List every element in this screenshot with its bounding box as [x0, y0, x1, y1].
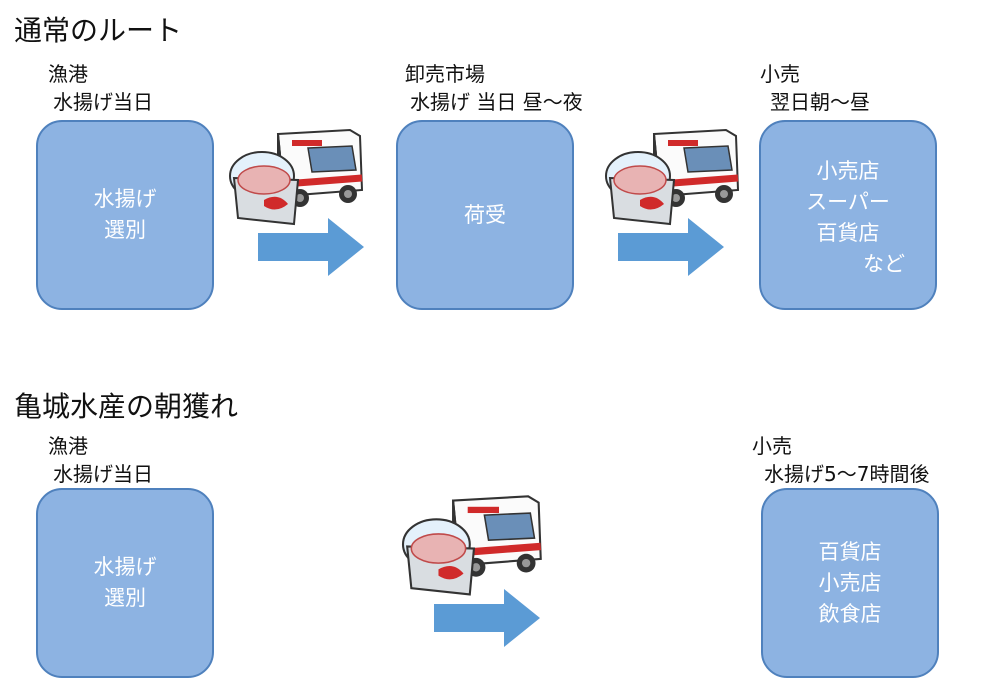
box-line: 小売店 [818, 570, 882, 595]
stage-time-retail: 水揚げ5〜7時間後 [764, 462, 930, 486]
stage-label-port: 漁港 [48, 62, 88, 86]
section-title-normal-route: 通常のルート [14, 14, 183, 47]
right-arrow-icon [258, 218, 364, 276]
fish-box-icon [401, 518, 476, 596]
box-line: 選別 [104, 218, 146, 242]
stage-label-retail: 小売 [752, 434, 792, 458]
stage-time-retail: 翌日朝〜昼 [770, 90, 870, 114]
fish-box-icon [605, 151, 676, 226]
stage-box-receiving: 荷受 [396, 120, 574, 310]
stage-box-direct-outlets: 百貨店 小売店 飲食店 [761, 488, 939, 678]
box-line: 荷受 [464, 202, 506, 227]
stage-box-retail-outlets: 小売店 スーパー 百貨店 など [759, 120, 937, 310]
box-line: など [863, 252, 905, 276]
box-line: 選別 [104, 586, 146, 610]
box-line: スーパー [806, 190, 890, 214]
box-line: 飲食店 [818, 601, 882, 626]
delivery-truck-icon [400, 488, 550, 608]
stage-label-port: 漁港 [48, 434, 88, 458]
box-line: 水揚げ [93, 555, 157, 579]
stage-label-wholesale-market: 卸売市場 [405, 62, 485, 86]
box-line: 水揚げ [93, 187, 157, 211]
stage-time-port: 水揚げ当日 [53, 462, 153, 486]
box-line: 百貨店 [816, 221, 880, 245]
stage-label-retail: 小売 [760, 62, 800, 86]
box-line: 百貨店 [818, 539, 882, 564]
right-arrow-icon [618, 218, 724, 276]
stage-box-landing-sorting: 水揚げ 選別 [36, 120, 214, 310]
section-title-morning-catch: 亀城水産の朝獲れ [14, 390, 239, 423]
stage-time-wholesale-market: 水揚げ 当日 昼〜夜 [410, 90, 583, 114]
fish-box-icon [229, 151, 300, 226]
stage-box-landing-sorting: 水揚げ 選別 [36, 488, 214, 678]
delivery-truck-icon [228, 122, 370, 237]
delivery-truck-icon [604, 122, 746, 237]
box-line: 小売店 [816, 159, 880, 183]
right-arrow-icon [434, 589, 540, 647]
stage-time-port: 水揚げ当日 [53, 90, 153, 114]
